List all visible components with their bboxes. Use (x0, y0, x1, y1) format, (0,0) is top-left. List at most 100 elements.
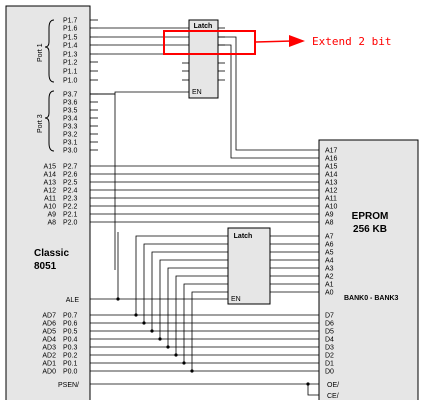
port1-pin-label: P1.1 (63, 69, 78, 76)
port3-pin-label: P3.1 (63, 140, 78, 147)
port2-pin-label: P2.4 (63, 188, 78, 195)
port2-addr-label: A13 (44, 180, 57, 187)
port2-addr-label: A14 (44, 172, 57, 179)
port1-pin-label: P1.6 (63, 26, 78, 33)
port3-pin-label: P3.0 (63, 148, 78, 155)
port0-addr-label: AD7 (42, 313, 56, 320)
port2-pin-label: P2.0 (63, 220, 78, 227)
eprom-data-label: D2 (325, 353, 334, 360)
ce-line (307, 384, 319, 396)
port0-pin-label: P0.7 (63, 313, 78, 320)
eprom-data-label: D4 (325, 337, 334, 344)
eprom-chip (318, 139, 419, 400)
eprom-high-addr-label: A12 (325, 188, 338, 195)
ce-label: CE/ (327, 393, 339, 400)
wires (90, 19, 319, 396)
mcu-name-line1: Classic (34, 248, 69, 259)
eprom-high-addr-label: A13 (325, 180, 338, 187)
port1-brace (44, 19, 55, 83)
port0-to-latch-input (191, 291, 228, 371)
eprom-high-addr-label: A17 (325, 148, 338, 155)
port1-pin-label: P1.3 (63, 52, 78, 59)
port3-label: Port 3 (37, 114, 44, 133)
port0-tap-dot (174, 353, 178, 357)
port0-tap-dot (150, 329, 154, 333)
port0-tap-dot (190, 369, 194, 373)
eprom-data-label: D6 (325, 321, 334, 328)
port0-to-latch-input (135, 235, 228, 315)
port2-addr-label: A9 (47, 212, 56, 219)
psen-label: PSEN/ (58, 382, 79, 389)
extend-arrow-head (289, 35, 305, 47)
port2-pin-label: P2.1 (63, 212, 78, 219)
latch-bottom-chip (227, 227, 271, 305)
port3-brace (44, 90, 55, 152)
eprom-high-addr-label: A11 (325, 196, 337, 203)
eprom-bank-label: BANK0 - BANK3 (344, 295, 399, 302)
port0-pin-label: P0.5 (63, 329, 78, 336)
junction-dots (116, 297, 310, 386)
eprom-low-addr-label: A6 (325, 242, 334, 249)
port0-pin-label: P0.6 (63, 321, 78, 328)
ale-label: ALE (66, 297, 80, 304)
eprom-low-addr-label: A7 (325, 234, 334, 241)
port2-addr-label: A15 (44, 164, 57, 171)
port0-to-latch-input (143, 243, 228, 323)
port0-tap-dot (134, 313, 138, 317)
eprom-data-label: D7 (325, 313, 334, 320)
eprom-high-addr-label: A15 (325, 164, 338, 171)
port0-addr-label: AD0 (42, 369, 56, 376)
mcu-name-line2: 8051 (34, 261, 57, 272)
port2-addr-label: A8 (47, 220, 56, 227)
port3-pin-label: P3.5 (63, 108, 78, 115)
eprom-low-addr-label: A3 (325, 266, 334, 273)
latch-top-chip (188, 19, 219, 99)
mcu-chip (5, 5, 91, 400)
latch-bottom-en: EN (231, 296, 241, 303)
port0-tap-dot (142, 321, 146, 325)
port0-tap-dot (158, 337, 162, 341)
eprom-title-line2: 256 KB (353, 224, 387, 235)
port0-pin-label: P0.2 (63, 353, 78, 360)
oe-label: OE/ (327, 382, 339, 389)
extend-annotation-text: Extend 2 bit (312, 35, 391, 48)
port0-addr-label: AD5 (42, 329, 56, 336)
port2-pin-label: P2.6 (63, 172, 78, 179)
port0-pin-label: P0.3 (63, 345, 78, 352)
port0-tap-dot (166, 345, 170, 349)
port0-addr-label: AD1 (42, 361, 56, 368)
port3-pin-label: P3.3 (63, 124, 78, 131)
port0-to-latch-input (159, 259, 228, 339)
port0-to-latch-input (167, 267, 228, 347)
eprom-low-addr-label: A2 (325, 274, 334, 281)
port1-pin-label: P1.2 (63, 60, 78, 67)
port0-addr-label: AD4 (42, 337, 56, 344)
latch-bottom-title: Latch (234, 233, 253, 240)
port3-pin-label: P3.6 (63, 100, 78, 107)
port0-to-latch-input (183, 283, 228, 363)
eprom-high-addr-label: A16 (325, 156, 338, 163)
eprom-data-label: D5 (325, 329, 334, 336)
port1-pin-label: P1.7 (63, 18, 78, 25)
pin-labels: P1.7P1.6P1.5P1.4P1.3P1.2P1.1P1.0P3.7P3.6… (42, 18, 337, 376)
port2-pin-label: P2.2 (63, 204, 78, 211)
eprom-data-label: D3 (325, 345, 334, 352)
port2-addr-label: A11 (44, 196, 56, 203)
extend-arrow-shaft (255, 40, 293, 43)
port0-addr-label: AD3 (42, 345, 56, 352)
port0-to-latch-input (151, 251, 228, 331)
eprom-low-addr-label: A1 (325, 282, 334, 289)
latch-to-a16 (218, 44, 319, 159)
port2-pin-label: P2.5 (63, 180, 78, 187)
port1-pin-label: P1.4 (63, 43, 78, 50)
eprom-low-addr-label: A0 (325, 290, 334, 297)
eprom-data-label: D1 (325, 361, 334, 368)
port0-tap-dot (182, 361, 186, 365)
port0-to-latch-input (175, 275, 228, 355)
port2-pin-label: P2.3 (63, 196, 78, 203)
latch-top-title: Latch (194, 23, 213, 30)
port1-pin-label: P1.0 (63, 78, 78, 85)
eprom-high-addr-label: A14 (325, 172, 338, 179)
port3-pin-label: P3.4 (63, 116, 78, 123)
